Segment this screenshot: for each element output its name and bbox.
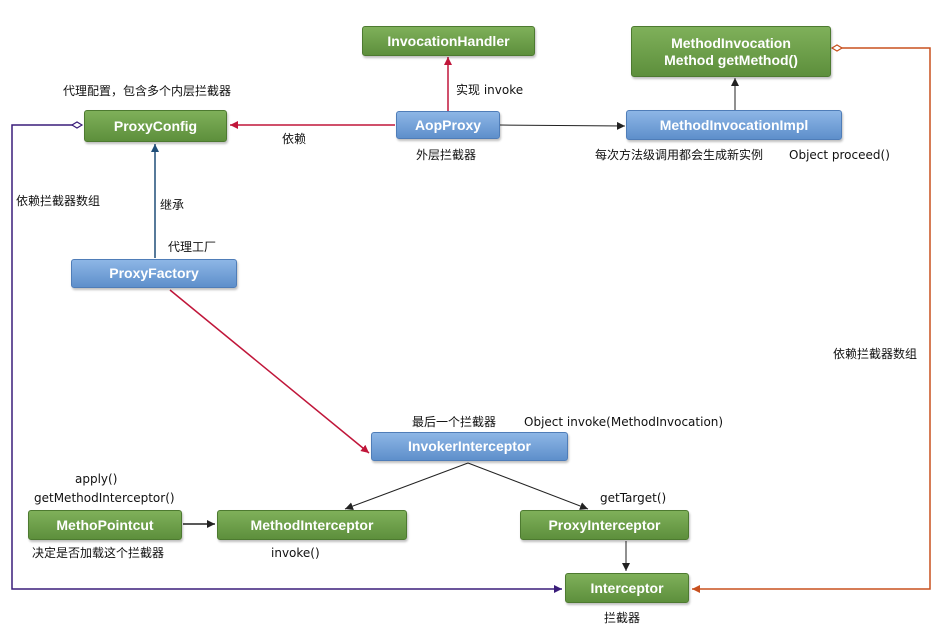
edge-methodinvocation-interceptor: [692, 47, 931, 593]
label-implements-invoke: 实现 invoke: [456, 83, 524, 97]
node-proxy-config[interactable]: ProxyConfig: [84, 110, 227, 142]
node-invocation-handler-label: InvocationHandler: [387, 32, 510, 49]
label-outer-interceptor: 外层拦截器: [416, 148, 477, 162]
node-metho-pointcut-label: MethoPointcut: [56, 516, 154, 533]
label-object-proceed: Object proceed(): [789, 148, 890, 162]
edge-proxyconfig-interceptor: [11, 124, 562, 593]
aggregation-diamond-left: [70, 121, 84, 129]
label-interceptor-note: 拦截器: [604, 611, 641, 625]
node-proxy-factory[interactable]: ProxyFactory: [71, 259, 237, 288]
node-interceptor[interactable]: Interceptor: [565, 573, 689, 603]
node-method-invocation[interactable]: MethodInvocation Method getMethod(): [631, 26, 831, 77]
node-invocation-handler[interactable]: InvocationHandler: [362, 26, 535, 56]
node-proxy-config-label: ProxyConfig: [113, 117, 198, 134]
node-method-invocation-impl[interactable]: MethodInvocationImpl: [626, 110, 842, 140]
node-metho-pointcut[interactable]: MethoPointcut: [28, 510, 182, 540]
node-method-invocation-impl-label: MethodInvocationImpl: [659, 116, 809, 133]
node-interceptor-label: Interceptor: [590, 579, 664, 596]
node-proxy-interceptor-label: ProxyInterceptor: [548, 516, 661, 533]
node-invoker-interceptor-label: InvokerInterceptor: [408, 438, 531, 454]
label-proxy-factory-note: 代理工厂: [168, 240, 217, 254]
label-last-interceptor: 最后一个拦截器: [412, 415, 497, 429]
label-object-invoke: Object invoke(MethodInvocation): [524, 415, 724, 429]
node-method-invocation-label-line1: MethodInvocation: [671, 34, 791, 51]
edge-proxyfactory-invokerinterceptor: [169, 289, 370, 454]
node-method-interceptor-label: MethodInterceptor: [250, 516, 374, 533]
edge-invoker-proxyinterceptor: [467, 462, 589, 510]
label-inherits: 继承: [160, 198, 185, 212]
label-get-target: getTarget(): [600, 491, 667, 505]
node-proxy-interceptor[interactable]: ProxyInterceptor: [520, 510, 689, 540]
label-per-call-instance: 每次方法级调用都会生成新实例: [595, 148, 764, 162]
label-invoke: invoke(): [271, 546, 320, 560]
edge-invoker-methodinterceptor: [344, 462, 469, 510]
edge-aopproxy-methodinvocationimpl: [499, 121, 626, 130]
label-depends-interceptor-array-left: 依赖拦截器数组: [16, 194, 101, 208]
node-aop-proxy-label: AopProxy: [414, 116, 482, 133]
label-decide-load: 决定是否加载这个拦截器: [32, 546, 165, 560]
node-proxy-factory-label: ProxyFactory: [109, 265, 199, 281]
node-method-invocation-label-line2: Method getMethod(): [664, 51, 798, 68]
label-get-method-interceptor: getMethodInterceptor(): [34, 491, 175, 505]
label-apply: apply(): [75, 472, 118, 486]
aggregation-diamond-right: [830, 44, 844, 52]
label-proxy-config-note: 代理配置，包含多个内层拦截器: [63, 84, 232, 98]
label-depends-interceptor-array-right: 依赖拦截器数组: [833, 347, 918, 361]
node-method-interceptor[interactable]: MethodInterceptor: [217, 510, 407, 540]
label-depends: 依赖: [282, 132, 307, 146]
node-aop-proxy[interactable]: AopProxy: [396, 111, 500, 139]
node-invoker-interceptor[interactable]: InvokerInterceptor: [371, 432, 568, 461]
